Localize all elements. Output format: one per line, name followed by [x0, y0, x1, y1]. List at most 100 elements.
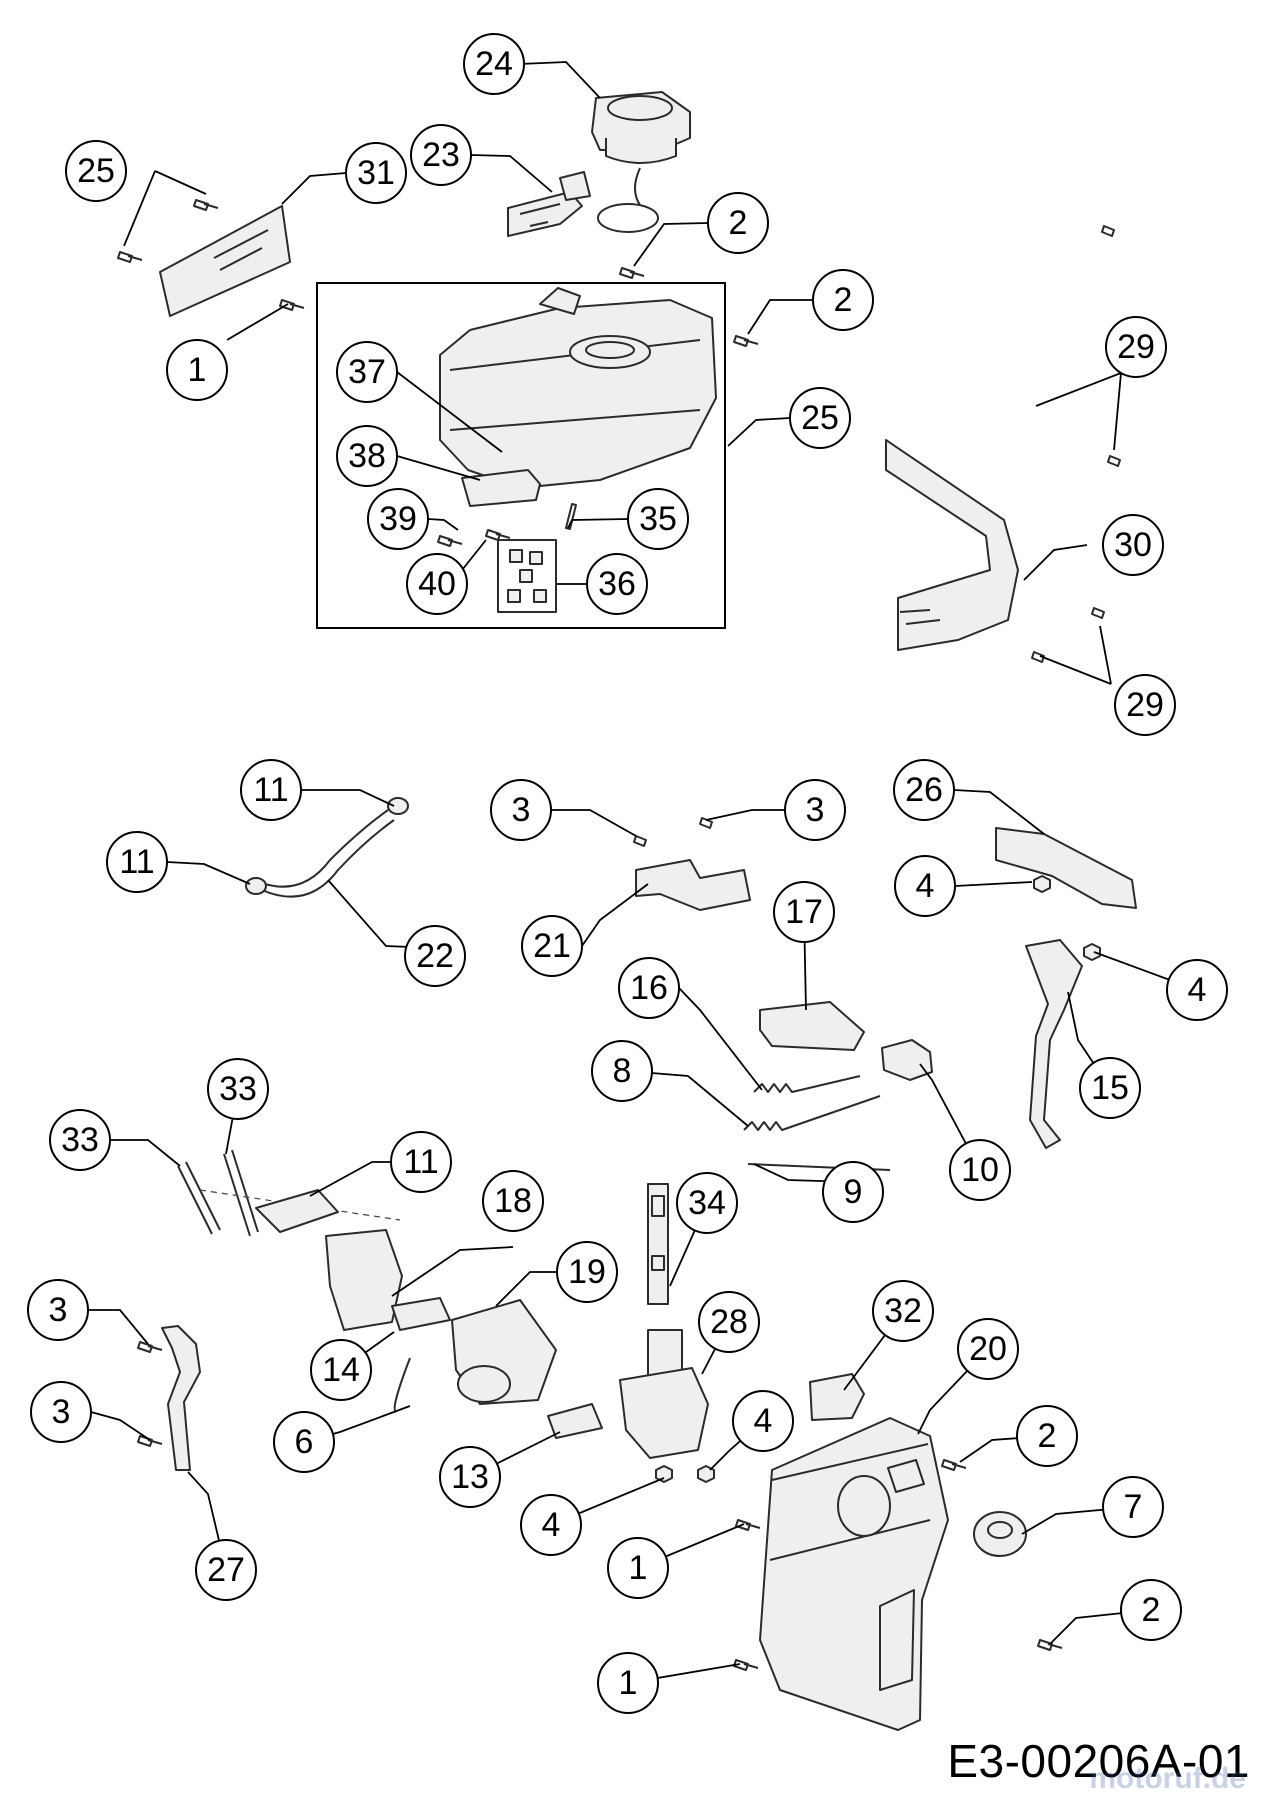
fuel-strainer: [507, 171, 591, 237]
carburetor: [393, 1299, 557, 1413]
primer-bulb: [809, 1373, 865, 1421]
carburetor-insulator: [325, 1229, 403, 1331]
callout-balloon: 3: [784, 779, 846, 841]
callout-label: 23: [422, 136, 460, 174]
callout-balloon: 21: [521, 915, 583, 977]
air-filter-housing: [619, 1329, 709, 1459]
callout-balloon: 16: [618, 957, 680, 1019]
callout-balloon: 30: [1102, 514, 1164, 576]
callout-balloon: 32: [872, 1280, 934, 1342]
callout-label: 35: [639, 500, 677, 538]
callout-label: 29: [1117, 328, 1155, 366]
callout-balloon: 40: [406, 553, 468, 615]
callout-balloon: 2: [1016, 1405, 1078, 1467]
throttle-linkage: [1025, 939, 1083, 1149]
governor-shaft: [647, 1183, 669, 1305]
callout-label: 18: [494, 1182, 532, 1220]
callout-balloon: 17: [773, 881, 835, 943]
callout-label: 25: [801, 399, 839, 437]
callout-label: 22: [416, 937, 454, 975]
callout-label: 37: [348, 353, 386, 391]
callout-balloon: 31: [345, 142, 407, 204]
callout-label: 4: [754, 1402, 773, 1440]
callout-balloon: 25: [789, 387, 851, 449]
callout-label: 1: [188, 351, 207, 389]
callout-balloon: 8: [591, 1040, 653, 1102]
screws: [117, 199, 759, 547]
air-cleaner-bracket: [161, 1325, 201, 1471]
callout-label: 2: [1038, 1417, 1057, 1455]
callout-balloon: 36: [586, 553, 648, 615]
callout-balloon: 34: [676, 1172, 738, 1234]
callout-label: 14: [322, 1351, 360, 1389]
callout-balloon: 24: [463, 33, 525, 95]
callout-label: 3: [49, 1291, 68, 1329]
callout-balloon: 28: [698, 1291, 760, 1353]
fuel-tank-assembly-frame: [316, 282, 726, 629]
fuel-cap: [591, 91, 691, 233]
engine-cover: [759, 1417, 949, 1731]
callout-balloon: 29: [1114, 674, 1176, 736]
part-drawings: [117, 91, 1137, 1731]
screws-lower: [137, 225, 1121, 1671]
callout-label: 27: [207, 1551, 245, 1589]
callout-label: 39: [379, 500, 417, 538]
callout-label: 6: [295, 1423, 314, 1461]
callout-label: 28: [710, 1303, 748, 1341]
callout-balloon: 2: [1120, 1579, 1182, 1641]
callout-label: 30: [1114, 526, 1152, 564]
callout-balloon: 27: [195, 1539, 257, 1601]
callout-label: 3: [512, 791, 531, 829]
callout-label: 33: [61, 1121, 99, 1159]
callout-label: 1: [619, 1664, 638, 1702]
callout-balloons: 24 25 31 23 2 2 1 37 25 29 38 39 35 40 3…: [27, 33, 1228, 1714]
callout-label: 4: [1188, 971, 1207, 1009]
muffler-cap: [973, 1511, 1027, 1557]
callout-label: 3: [52, 1393, 71, 1431]
callout-label: 2: [729, 204, 748, 242]
callout-balloon: 29: [1105, 316, 1167, 378]
callout-label: 21: [533, 927, 571, 965]
carburetor-gasket: [391, 1297, 451, 1331]
callout-balloon: 2: [812, 269, 874, 331]
callout-balloon: 3: [490, 779, 552, 841]
choke-lever: [635, 859, 751, 911]
callout-balloon: 1: [597, 1652, 659, 1714]
springs-and-rods: [743, 1075, 891, 1171]
callout-label: 11: [403, 1143, 438, 1181]
callout-balloon: 11: [106, 831, 168, 893]
callout-label: 38: [348, 437, 386, 475]
callout-balloon: 22: [404, 925, 466, 987]
callout-balloon: 11: [390, 1131, 452, 1193]
callout-balloon: 4: [520, 1494, 582, 1556]
callout-label: 32: [884, 1292, 922, 1330]
callout-balloon: 9: [822, 1161, 884, 1223]
intake-gasket: [255, 1189, 339, 1233]
callout-balloon: 38: [336, 425, 398, 487]
control-bracket: [995, 827, 1137, 909]
governor-plate: [759, 1001, 865, 1051]
callout-balloon: 3: [30, 1381, 92, 1443]
callout-balloon: 14: [310, 1339, 372, 1401]
callout-label: 26: [905, 771, 943, 809]
callout-label: 40: [418, 565, 456, 603]
callout-label: 24: [475, 45, 513, 83]
callout-balloon: 2: [707, 192, 769, 254]
callout-balloon: 33: [207, 1058, 269, 1120]
drawing-number: E3-00206A-01: [947, 1735, 1250, 1787]
callout-balloon: 25: [65, 140, 127, 202]
callout-balloon: 37: [336, 341, 398, 403]
callout-label: 11: [119, 843, 154, 881]
callout-balloon: 4: [894, 855, 956, 917]
callout-label: 2: [1142, 1591, 1161, 1629]
callout-balloon: 15: [1079, 1057, 1141, 1119]
callout-balloon: 33: [49, 1109, 111, 1171]
callout-balloon: 1: [166, 339, 228, 401]
callout-balloon: 4: [1166, 959, 1228, 1021]
callout-balloon: 1: [607, 1537, 669, 1599]
callout-label: 11: [253, 771, 288, 809]
callout-balloon: 6: [273, 1411, 335, 1473]
air-cleaner-gasket: [547, 1403, 603, 1439]
callout-label: 7: [1124, 1488, 1143, 1526]
callout-balloon: 13: [439, 1446, 501, 1508]
